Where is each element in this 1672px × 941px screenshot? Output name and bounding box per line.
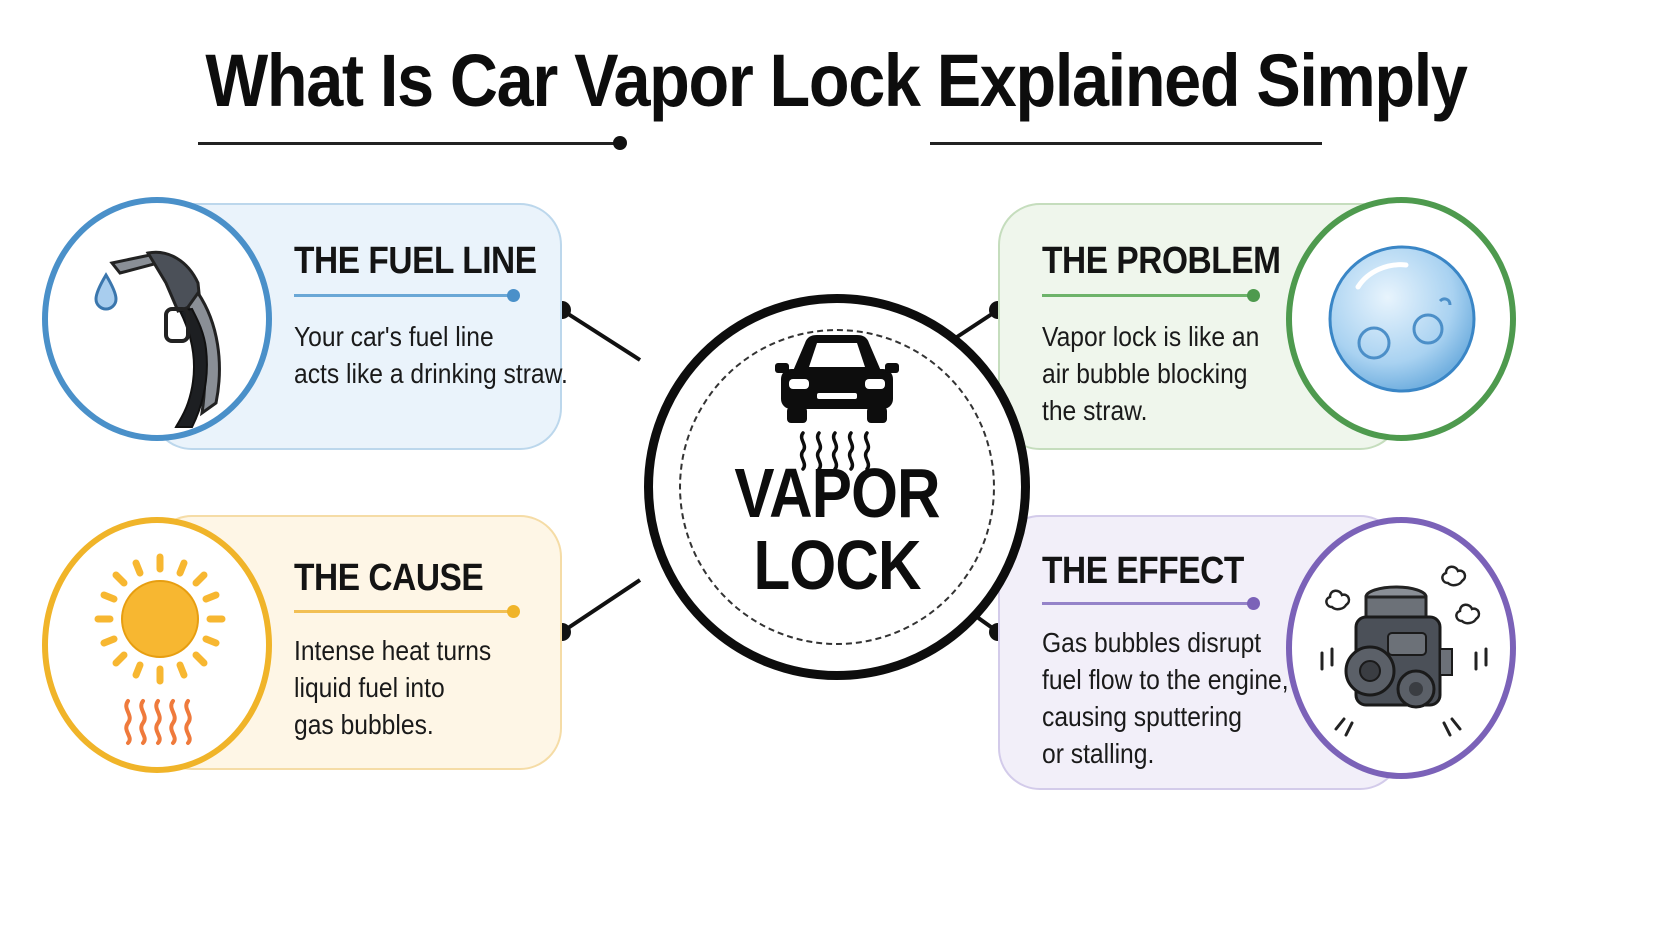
- card-fuel-line-title: THE FUEL LINE: [294, 240, 537, 282]
- car-with-heat-icon: [775, 335, 899, 471]
- card-problem-text-line: air bubble blocking: [1042, 358, 1248, 389]
- card-fuel-line-text-line: acts like a drinking straw.: [294, 358, 568, 389]
- card-fuel-line-text-line: Your car's fuel line: [294, 321, 494, 352]
- engine-icon-circle: [1286, 517, 1516, 779]
- center-hub-dashed-ring: [679, 329, 995, 645]
- center-label-line1: VAPOR: [734, 454, 940, 532]
- card-effect-text-line: fuel flow to the engine,: [1042, 664, 1289, 695]
- card-problem-text-line: the straw.: [1042, 395, 1148, 426]
- card-effect-rule-dot: [1247, 597, 1260, 610]
- card-effect-text-line: causing sputtering: [1042, 701, 1242, 732]
- card-cause-text-line: gas bubbles.: [294, 709, 434, 740]
- card-problem-text: Vapor lock is like an air bubble blockin…: [1042, 318, 1259, 429]
- card-cause-rule-dot: [507, 605, 520, 618]
- card-problem-rule-dot: [1247, 289, 1260, 302]
- bubble-icon: [1328, 245, 1476, 393]
- card-fuel-line-rule-dot: [507, 289, 520, 302]
- card-problem-text-line: Vapor lock is like an: [1042, 321, 1260, 352]
- bubble-icon-circle: [1286, 197, 1516, 441]
- card-fuel-line-text: Your car's fuel line acts like a drinkin…: [294, 318, 568, 392]
- card-effect-text: Gas bubbles disrupt fuel flow to the eng…: [1042, 624, 1289, 772]
- card-cause-rule: [294, 610, 512, 613]
- fuel-nozzle-icon: [94, 250, 221, 428]
- fuel-nozzle-icon-circle: [42, 197, 272, 441]
- sun-heat-icon-circle: [42, 517, 272, 773]
- card-cause-text: Intense heat turns liquid fuel into gas …: [294, 632, 491, 743]
- title-underline-dot: [613, 136, 627, 150]
- card-effect-rule: [1042, 602, 1252, 605]
- card-effect-text-line: Gas bubbles disrupt: [1042, 627, 1262, 658]
- card-problem-rule: [1042, 294, 1252, 297]
- page-title: What Is Car Vapor Lock Explained Simply: [205, 39, 1468, 122]
- card-cause-text-line: liquid fuel into: [294, 672, 445, 703]
- card-effect-text-line: or stalling.: [1042, 738, 1155, 769]
- card-cause-title: THE CAUSE: [294, 557, 484, 599]
- sun-heat-icon: [94, 553, 226, 745]
- center-hub: VAPOR LOCK: [644, 294, 1030, 680]
- title-underline-right: [930, 142, 1322, 145]
- engine-icon: [1320, 565, 1488, 737]
- card-problem-title: THE PROBLEM: [1042, 240, 1281, 282]
- card-cause-text-line: Intense heat turns: [294, 635, 492, 666]
- card-effect-title: THE EFFECT: [1042, 550, 1244, 592]
- center-label-line2: LOCK: [753, 526, 921, 604]
- card-fuel-line-rule: [294, 294, 512, 297]
- title-underline-left: [198, 142, 620, 145]
